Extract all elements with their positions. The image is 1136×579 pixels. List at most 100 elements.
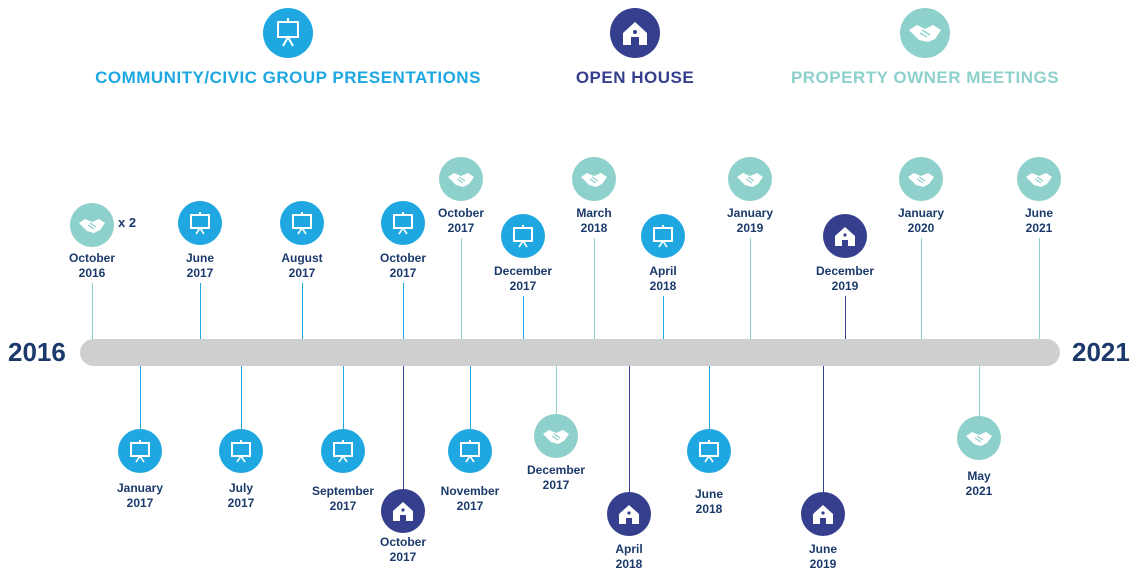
- event-connector-line: [823, 366, 824, 492]
- house-icon: [607, 492, 651, 536]
- event-month: January: [897, 206, 945, 220]
- handshake-icon: [900, 8, 950, 58]
- legend-meetings-label: PROPERTY OWNER MEETINGS: [790, 68, 1060, 87]
- event-month: August: [281, 251, 323, 265]
- event-connector-line: [403, 283, 404, 339]
- presentation-board-icon: [118, 429, 162, 473]
- event-connector-line: [556, 366, 557, 414]
- house-icon: [610, 8, 660, 58]
- event-year: 2017: [456, 499, 484, 513]
- event-year: 2017: [542, 478, 570, 492]
- event-month: November: [440, 484, 500, 498]
- event-month: June: [808, 542, 837, 556]
- event-connector-line: [845, 296, 846, 339]
- event-month: May: [967, 469, 991, 483]
- legend-meetings: PROPERTY OWNER MEETINGS: [760, 8, 1090, 88]
- event-connector-line: [343, 366, 344, 429]
- event-month: June: [694, 487, 723, 501]
- event-connector-line: [461, 238, 462, 339]
- event-month: December: [526, 463, 586, 477]
- handshake-icon: [899, 157, 943, 201]
- event-connector-line: [1039, 238, 1040, 339]
- event-month: January: [116, 481, 164, 495]
- legend-open-house: OPEN HOUSE: [560, 8, 710, 88]
- event-month: September: [311, 484, 375, 498]
- handshake-icon: [70, 203, 114, 247]
- handshake-icon: [957, 416, 1001, 460]
- presentation-board-icon: [641, 214, 685, 258]
- event-month: June: [185, 251, 214, 265]
- presentation-board-icon: [263, 8, 313, 58]
- event-year: 2017: [227, 496, 255, 510]
- event-connector-line: [663, 296, 664, 339]
- event-year: 2017: [329, 499, 357, 513]
- presentation-board-icon: [219, 429, 263, 473]
- event-connector-line: [302, 283, 303, 339]
- event-year: 2019: [809, 557, 837, 571]
- event-year: 2018: [615, 557, 643, 571]
- event-year: 2019: [831, 279, 859, 293]
- event-connector-line: [629, 366, 630, 492]
- event-month: October: [68, 251, 115, 265]
- timeline-bar: [80, 339, 1060, 366]
- event-month: October: [437, 206, 484, 220]
- event-year: 2018: [580, 221, 608, 235]
- event-month: January: [726, 206, 774, 220]
- handshake-icon: [439, 157, 483, 201]
- event-year: 2016: [78, 266, 106, 280]
- event-connector-line: [750, 238, 751, 339]
- event-year: 2017: [447, 221, 475, 235]
- house-icon: [801, 492, 845, 536]
- event-month: April: [615, 542, 643, 556]
- house-icon: [823, 214, 867, 258]
- event-connector-line: [979, 366, 980, 416]
- legend-presentations-label: COMMUNITY/CIVIC GROUP PRESENTATIONS: [95, 68, 481, 87]
- event-year: 2017: [186, 266, 214, 280]
- presentation-board-icon: [178, 201, 222, 245]
- handshake-icon: [1017, 157, 1061, 201]
- event-year: 2018: [695, 502, 723, 516]
- event-month: October: [379, 535, 426, 549]
- timeline-end-year: 2021: [1072, 337, 1130, 367]
- presentation-board-icon: [321, 429, 365, 473]
- event-connector-line: [140, 366, 141, 429]
- event-year: 2017: [509, 279, 537, 293]
- event-connector-line: [92, 283, 93, 339]
- event-year: 2017: [126, 496, 154, 510]
- handshake-icon: [728, 157, 772, 201]
- event-year: 2017: [389, 266, 417, 280]
- presentation-board-icon: [381, 201, 425, 245]
- event-month: March: [576, 206, 612, 220]
- event-year: 2021: [1025, 221, 1053, 235]
- event-year: 2017: [288, 266, 316, 280]
- event-connector-line: [709, 366, 710, 429]
- event-month: December: [493, 264, 553, 278]
- event-connector-line: [594, 238, 595, 339]
- presentation-board-icon: [687, 429, 731, 473]
- event-connector-line: [470, 366, 471, 429]
- event-month: October: [379, 251, 426, 265]
- event-year: 2021: [965, 484, 993, 498]
- event-month: December: [815, 264, 875, 278]
- event-connector-line: [523, 296, 524, 339]
- timeline-start-year: 2016: [8, 337, 66, 367]
- handshake-icon: [534, 414, 578, 458]
